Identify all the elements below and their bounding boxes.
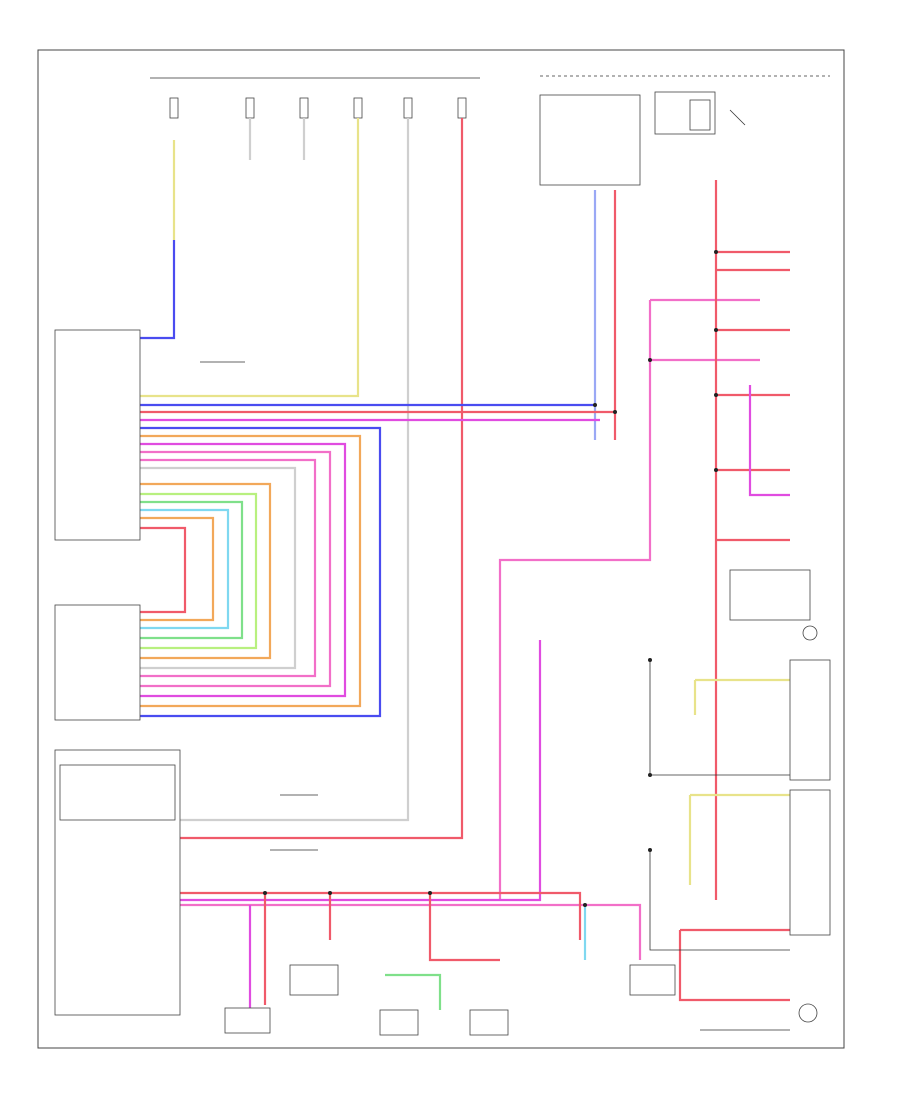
fuse-6 — [457, 97, 467, 119]
fuse-1 — [169, 97, 179, 119]
bcm-connector-upper — [54, 329, 141, 541]
fuse-2 — [245, 97, 255, 119]
bottom-components — [224, 964, 676, 1036]
diagram-border — [37, 49, 845, 1049]
fuse-row — [150, 77, 480, 119]
bcm-connector-lower — [54, 604, 141, 721]
fuse-4 — [353, 97, 363, 119]
splice-points — [263, 250, 718, 907]
relay-icon — [689, 99, 746, 131]
lamp-icon — [798, 1003, 818, 1023]
fuse-5 — [403, 97, 413, 119]
wire-harness — [140, 118, 790, 1010]
fuse-3 — [299, 97, 309, 119]
wire-red — [180, 118, 464, 840]
combination-meter — [54, 749, 181, 1016]
lamp-icon — [802, 625, 818, 641]
relay-box — [539, 75, 830, 186]
wire-yellow — [140, 118, 360, 398]
right-components — [729, 569, 831, 1023]
ground-icon — [200, 361, 790, 1031]
